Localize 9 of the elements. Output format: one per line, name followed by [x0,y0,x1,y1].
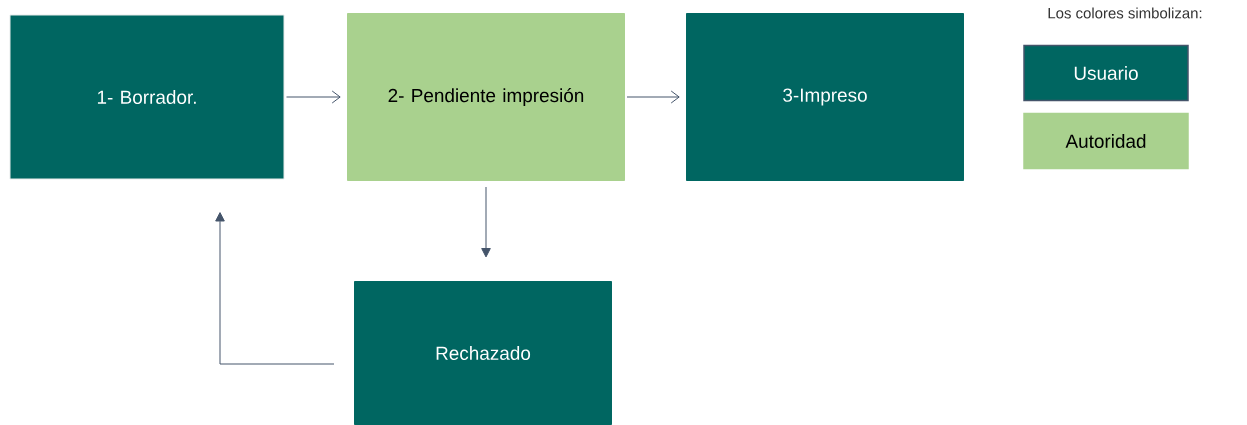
arrow [626,90,680,104]
state-box: 1- Borrador. [9,14,285,180]
state-box: 2- Pendiente impresión [347,13,625,181]
state-box: 3-Impreso [686,13,964,181]
arrow [215,212,335,365]
arrow [286,90,341,104]
legend-heading: Los colores simbolizan: [1048,7,1202,19]
arrow [481,186,491,258]
state-box: Rechazado [354,281,612,425]
